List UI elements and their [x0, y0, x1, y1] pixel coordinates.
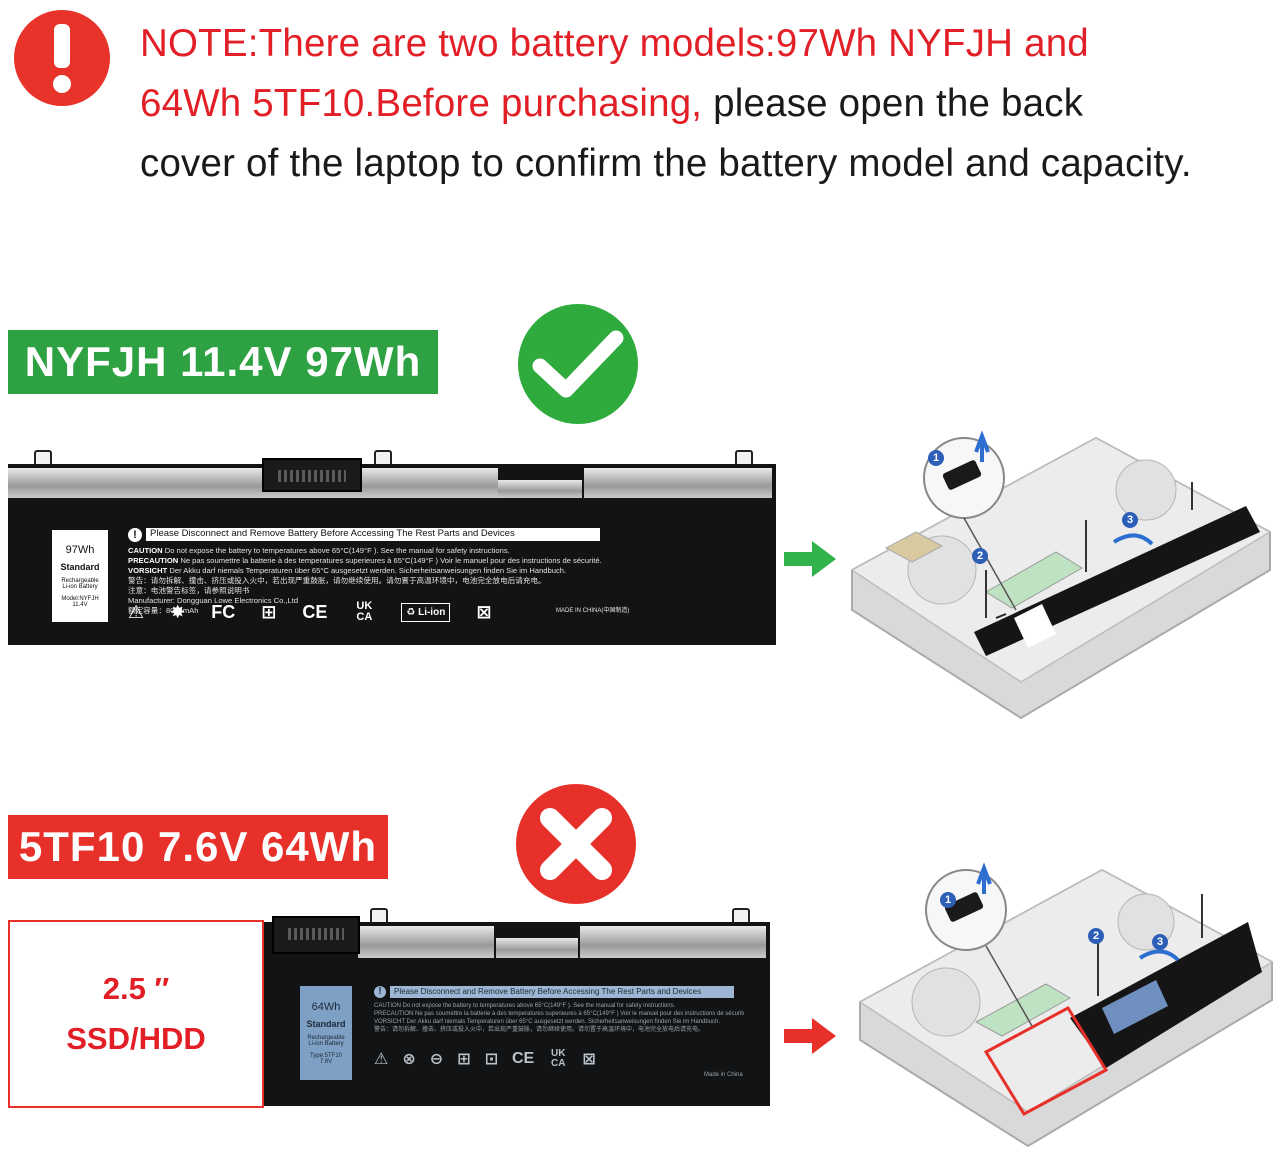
note-line-3: cover of the laptop to confirm the batte…	[140, 142, 1192, 185]
ce-mark-icon: CE	[511, 1050, 535, 1067]
rated-text: 额定容量：8074mAh	[128, 606, 199, 615]
circle-mark-icon: ⊖	[429, 1051, 444, 1068]
battery-connector	[272, 916, 360, 954]
cross-icon	[516, 784, 636, 904]
caution-symbol-icon: ⚠	[128, 601, 145, 622]
caution-label: CAUTION	[128, 546, 163, 555]
battery-97wh: 97Wh Standard Rechargeable Li-ion Batter…	[8, 450, 776, 645]
battery-rail	[498, 480, 582, 498]
purchase-note: NOTE:There are two battery models:97Wh N…	[140, 14, 1270, 194]
rechargeable-line-1: Rechargeable	[307, 1035, 345, 1041]
ssd-type-text: SSD/HDD	[66, 1021, 206, 1056]
vorsicht-label: VORSICHT	[128, 566, 168, 575]
vorsicht-text: Der Akku darf niemals Temperaturen über …	[167, 566, 567, 575]
battery-type: Standard	[306, 1019, 346, 1029]
capacity-text: 64Wh	[311, 1001, 341, 1013]
battery-rail	[584, 468, 772, 498]
laptop-64wh-install: 1 2 3	[856, 856, 1276, 1148]
square-mark-icon: ⊡	[484, 1051, 498, 1068]
precaution-text: Ne pas soumettre la batterie à des tempe…	[178, 556, 602, 565]
battery-64wh: 64Wh Standard Rechargeable Li-ion Batter…	[264, 908, 770, 1106]
battery-rail	[8, 468, 498, 498]
safety-text: CAUTION Do not expose the battery to tem…	[128, 546, 748, 616]
capacity-text: 97Wh	[65, 544, 95, 556]
circle-mark-icon: ⊗	[402, 1051, 416, 1068]
step-1-badge: 1	[928, 450, 944, 466]
precaution-label: PRECAUTION	[128, 556, 179, 565]
battery-connector	[262, 458, 362, 492]
battery-type: Standard	[60, 562, 100, 572]
vorsicht-text: VORSICHT Der Akku darf niemals Temperatu…	[374, 1019, 721, 1025]
model-line: Model:NYFJH	[61, 596, 99, 602]
incompatible-model-label: 5TF10 7.6V 64Wh	[8, 815, 388, 879]
battery-rail	[358, 926, 494, 958]
note-line-2-black: please open the back	[702, 82, 1084, 125]
rechargeable-line-1: Rechargeable	[61, 578, 99, 584]
caution-text: CAUTION Do not expose the battery to tem…	[374, 1003, 676, 1009]
ce-mark-icon: CE	[302, 601, 328, 622]
note-line-2-red: 64Wh 5TF10.Before purchasing,	[140, 82, 703, 125]
model-line: Type:5TF10	[309, 1053, 342, 1059]
chinese-text: 警告：请勿拆解、撞击、挤压或投入火中，若出现严重鼓胀，请勿继续使用。请勿置于高温…	[128, 576, 546, 585]
red-arrow-icon	[784, 1018, 836, 1054]
ssd-size-text: 2.5 ″	[102, 971, 170, 1006]
grid-mark-icon: ⊞	[261, 601, 277, 622]
voltage-line: 11.4V	[72, 602, 88, 608]
disconnect-warning: Please Disconnect and Remove Battery Bef…	[390, 986, 734, 998]
step-1-badge: 1	[940, 892, 956, 908]
certification-marks: ⚠ ⊗ ⊖ ⊞ ⊡ CE UK CA ⊠	[374, 1046, 596, 1072]
note-line-1: NOTE:There are two battery models:97Wh N…	[140, 22, 1089, 65]
step-2-badge: 2	[972, 548, 988, 564]
disconnect-warning: Please Disconnect and Remove Battery Bef…	[146, 528, 600, 541]
check-icon	[518, 304, 638, 424]
made-in-text: MADE IN CHINA(中国制造)	[556, 608, 630, 614]
step-3-badge: 3	[1152, 934, 1168, 950]
caution-symbol-icon: ⚠	[374, 1051, 389, 1068]
fc-mark-icon: FC	[211, 601, 236, 622]
grid-mark-icon: ⊞	[457, 1051, 471, 1068]
chinese-text: 警告：请勿拆解、撞击、挤压或投入火中，若出现严重鼓胀，请勿继续使用。请勿置于高温…	[374, 1027, 705, 1033]
bin-mark-icon: ⊠	[476, 601, 492, 622]
ssd-hdd-bay-box: 2.5 ″ SSD/HDD	[8, 920, 264, 1108]
battery-sticker: 97Wh Standard Rechargeable Li-ion Batter…	[52, 530, 108, 622]
green-arrow-icon	[784, 541, 836, 577]
battery-rail	[580, 926, 766, 958]
bin-mark-icon: ⊠	[582, 1051, 596, 1068]
rechargeable-line-2: Li-ion Battery	[308, 1041, 344, 1047]
voltage-line: 7.6V	[319, 1059, 333, 1065]
warning-icon: !	[374, 986, 386, 998]
step-3-badge: 3	[1122, 512, 1138, 528]
ukca-mark-icon: UK CA	[356, 600, 373, 623]
made-in-text: Made in China	[704, 1072, 743, 1078]
warning-icon: !	[128, 528, 142, 542]
laptop-97wh-install: 1 2 3	[846, 420, 1274, 720]
battery-rail	[496, 938, 578, 958]
step-2-badge: 2	[1088, 928, 1104, 944]
battery-sticker: 64Wh Standard Rechargeable Li-ion Batter…	[300, 986, 352, 1080]
chinese-text-2: 注意：电池警告标签，请参照说明书	[128, 586, 250, 595]
safety-text: CAUTION Do not expose the battery to tem…	[374, 1002, 744, 1034]
warning-exclamation-icon	[14, 10, 110, 106]
compatible-model-label: NYFJH 11.4V 97Wh	[8, 330, 438, 394]
rechargeable-line-2: Li-ion Battery	[62, 584, 98, 590]
certification-marks: ⚠ ✸ FC ⊞ CE UK CA ♻ Li-ion ⊠	[128, 598, 491, 626]
caution-text: Do not expose the battery to temperature…	[162, 546, 510, 555]
burst-symbol-icon: ✸	[170, 601, 186, 622]
precaution-text: PRECAUTION Ne pas soumettre la batterie …	[374, 1011, 744, 1017]
manufacturer-text: Manufacturer: Dongguan Lowe Electronics …	[128, 596, 299, 605]
ukca-mark-icon: UK CA	[550, 1048, 566, 1069]
recycle-mark-icon: ♻ Li-ion	[401, 602, 451, 622]
